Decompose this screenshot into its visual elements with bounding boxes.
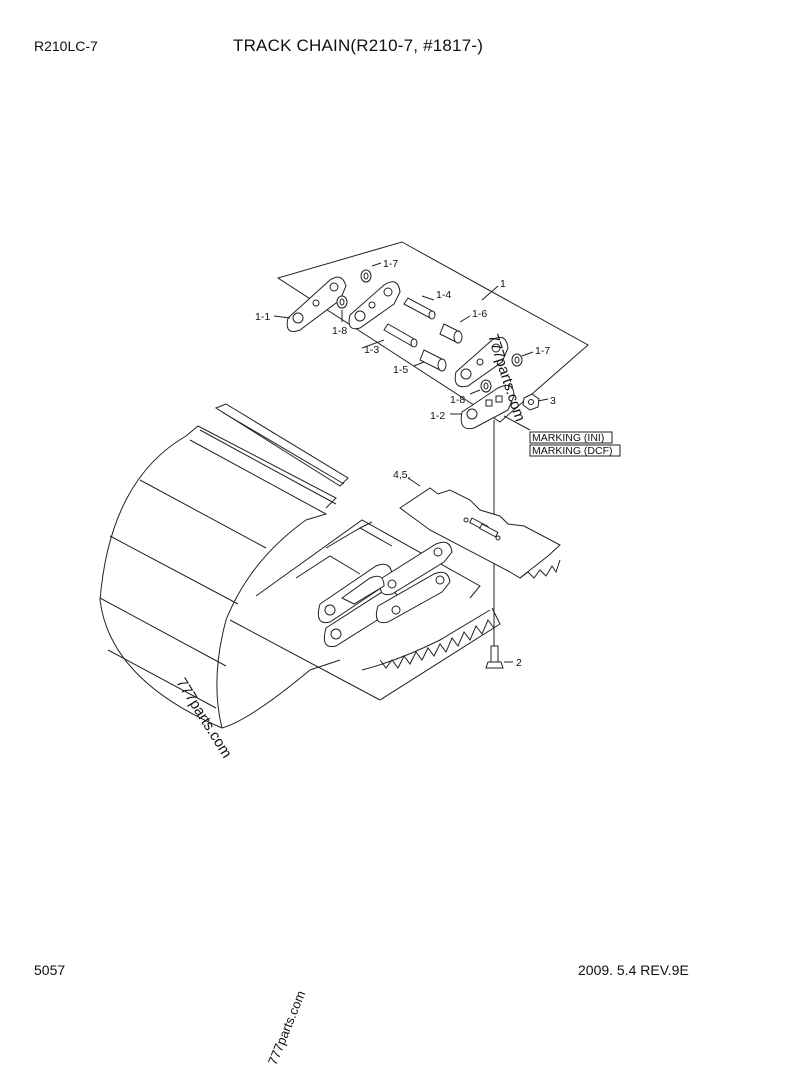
marking-ini-label: MARKING (INI) xyxy=(532,432,604,444)
assembly-frame xyxy=(276,241,589,423)
pin-1-3 xyxy=(383,323,418,348)
callout-1: 1 xyxy=(500,278,506,290)
link-1-2 xyxy=(460,384,515,430)
leader-lines xyxy=(273,262,549,663)
watermark-bottom: 777parts.com xyxy=(265,988,308,1067)
callout-1-7-upper: 1-7 xyxy=(383,258,398,270)
nut-3 xyxy=(522,393,540,411)
callout-1-2: 1-2 xyxy=(430,410,445,422)
callout-1-3: 1-3 xyxy=(364,344,379,356)
nut-1-8-right xyxy=(480,379,492,393)
bushing-1-6 xyxy=(439,323,463,344)
bushing-1-5 xyxy=(419,349,447,372)
revision-date: 2009. 5.4 REV.9E xyxy=(578,962,689,978)
pin-1-4 xyxy=(403,297,436,320)
link-1-1 xyxy=(286,276,347,332)
link-right xyxy=(454,336,509,388)
page-title: TRACK CHAIN(R210-7, #1817-) xyxy=(233,36,484,55)
nut-1-8-upper xyxy=(336,295,348,309)
page-number: 5057 xyxy=(34,962,66,978)
track-shoe xyxy=(399,487,561,579)
watermark-middle: 777parts.com xyxy=(173,675,236,761)
bolt-2 xyxy=(485,645,504,669)
callout-1-7-right: 1-7 xyxy=(535,345,550,357)
callout-1-8-right: 1-8 xyxy=(450,394,465,406)
callout-1-6: 1-6 xyxy=(472,308,487,320)
marking-dcf-box: MARKING (DCF) xyxy=(529,444,621,457)
callout-3: 3 xyxy=(550,395,556,407)
track-chain-assembly xyxy=(99,403,501,729)
link-upper xyxy=(348,281,401,330)
callout-4-5: 4,5, xyxy=(393,469,411,481)
callout-1-8-upper: 1-8 xyxy=(332,325,347,337)
model-code: R210LC-7 xyxy=(34,38,98,54)
callout-1-1: 1-1 xyxy=(255,311,270,323)
nut-1-7-right xyxy=(511,353,523,367)
marking-dcf-label: MARKING (DCF) xyxy=(532,445,613,457)
nut-1-7-upper xyxy=(360,269,372,283)
callout-1-5: 1-5 xyxy=(393,364,408,376)
callout-1-4: 1-4 xyxy=(436,289,451,301)
marking-ini-box: MARKING (INI) xyxy=(529,431,613,444)
callout-2: 2 xyxy=(516,657,522,669)
